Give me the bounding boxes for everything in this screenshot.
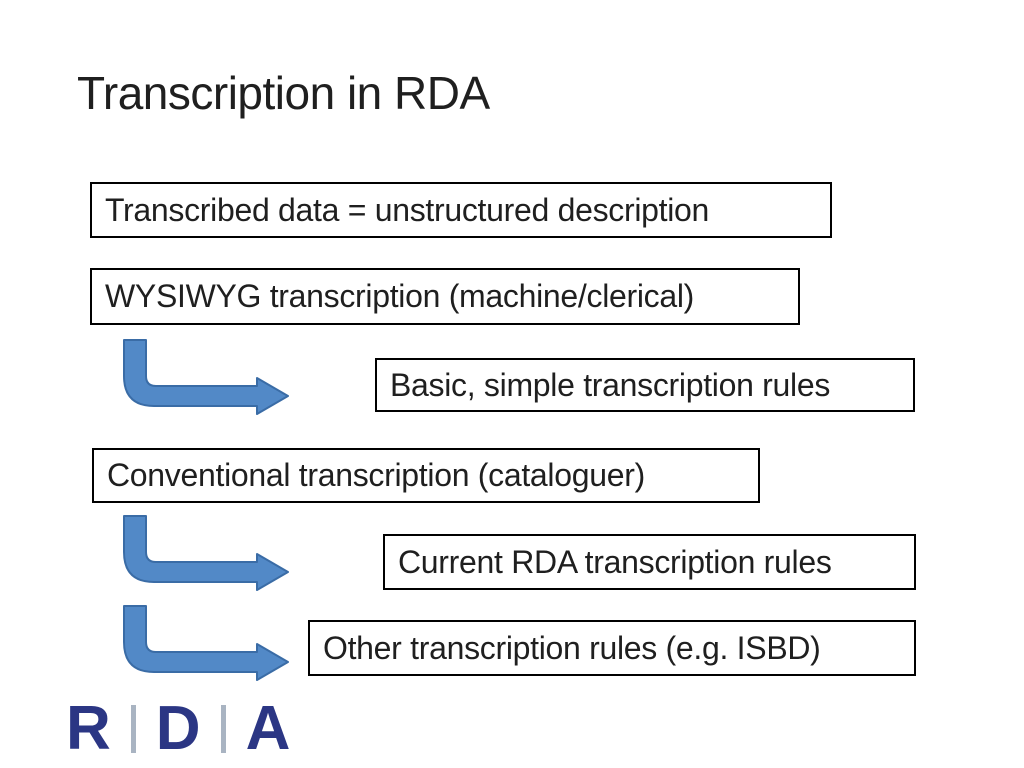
box-conventional-transcription: Conventional transcription (cataloguer) (92, 448, 760, 503)
rda-logo-letter-a: A (245, 694, 291, 763)
box-other-rules-isbd: Other transcription rules (e.g. ISBD) (308, 620, 916, 676)
box-wysiwyg-transcription-label: WYSIWYG transcription (machine/clerical) (105, 278, 695, 314)
box-transcribed-data: Transcribed data = unstructured descript… (90, 182, 832, 238)
box-basic-simple-rules: Basic, simple transcription rules (375, 358, 915, 412)
bent-arrow-icon-2 (121, 515, 291, 591)
rda-logo-letter-d: D (155, 694, 201, 763)
box-current-rda-rules: Current RDA transcription rules (383, 534, 916, 590)
bent-arrow-icon-1 (121, 339, 291, 415)
rda-logo-separator (130, 705, 136, 753)
box-current-rda-rules-label: Current RDA transcription rules (398, 543, 832, 580)
rda-logo-separator (220, 705, 226, 753)
rda-logo-letter-r: R (66, 694, 111, 763)
box-other-rules-isbd-label: Other transcription rules (e.g. ISBD) (323, 629, 821, 666)
slide-title: Transcription in RDA (77, 67, 490, 119)
box-transcribed-data-label: Transcribed data = unstructured descript… (105, 191, 710, 228)
bent-arrow-icon-3 (121, 605, 291, 681)
box-wysiwyg-transcription: WYSIWYG transcription (machine/clerical) (90, 268, 800, 325)
box-conventional-transcription-label: Conventional transcription (cataloguer) (107, 457, 645, 493)
rda-logo: R D A (66, 694, 291, 763)
box-basic-simple-rules-label: Basic, simple transcription rules (390, 366, 831, 403)
